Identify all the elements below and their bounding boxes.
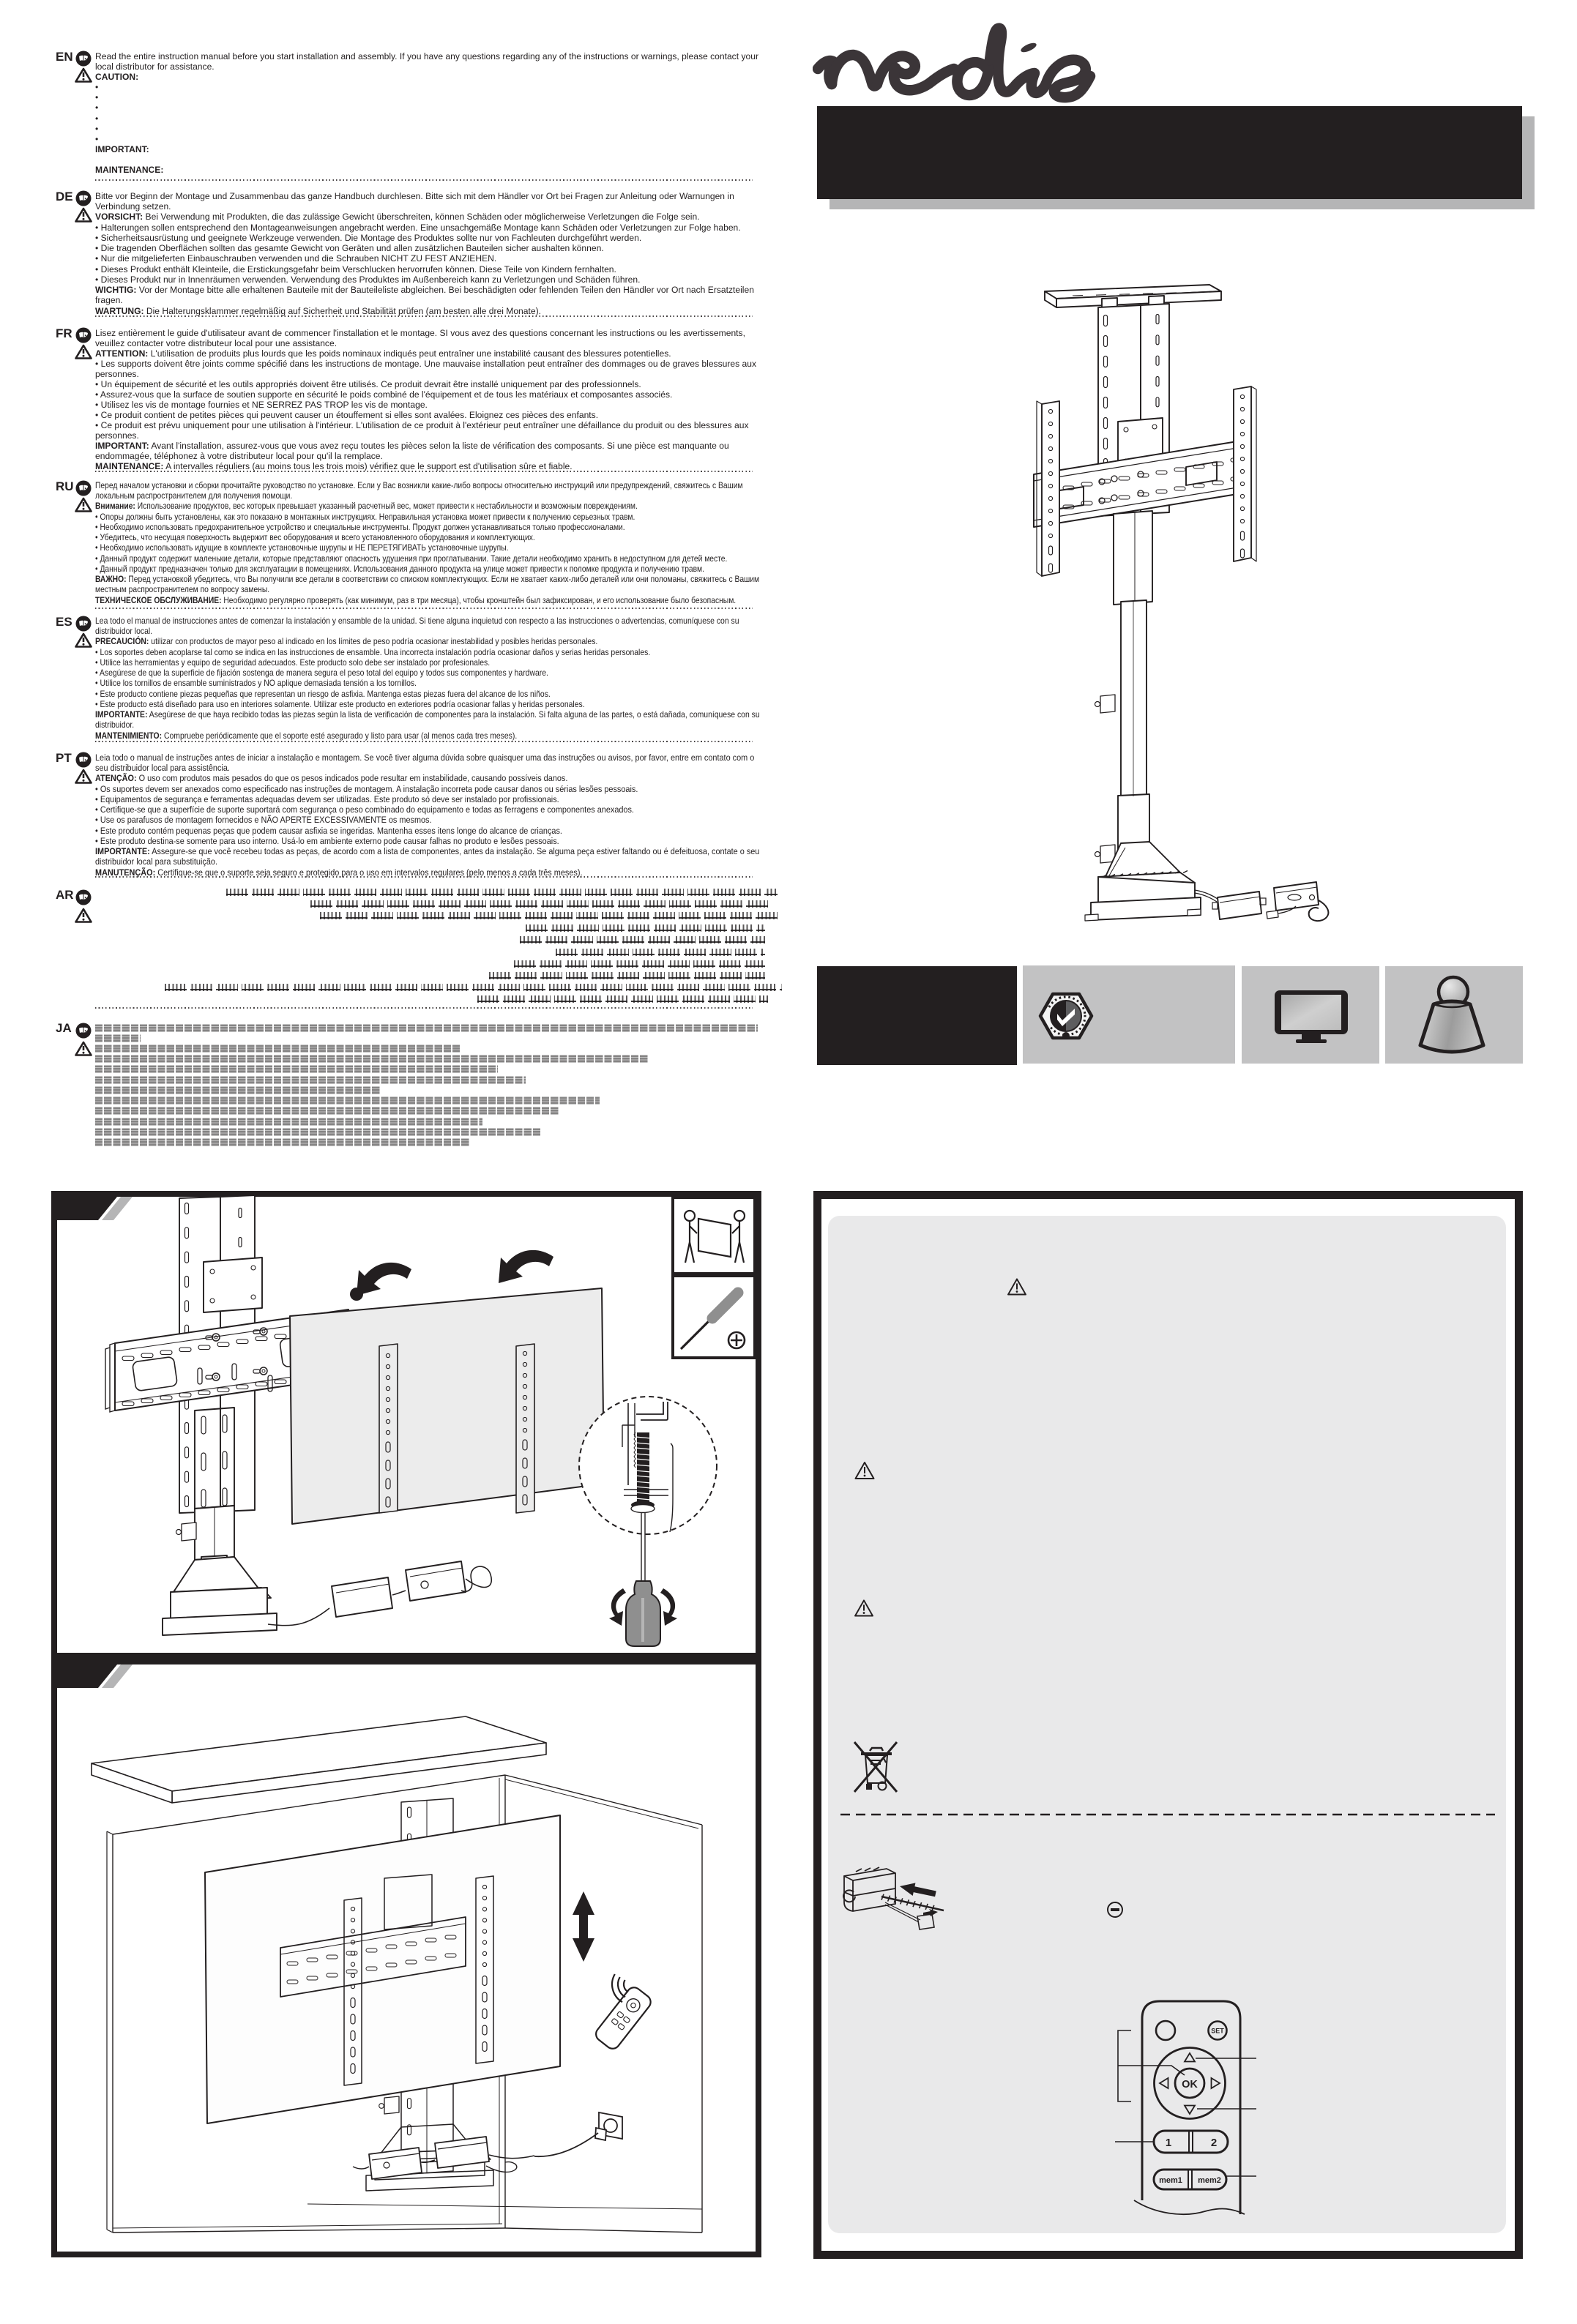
svg-text:SET: SET: [1211, 2028, 1224, 2035]
svg-text:mem1: mem1: [1159, 2176, 1182, 2185]
svg-text:OK: OK: [1182, 2079, 1198, 2091]
svg-text:1: 1: [1166, 2137, 1171, 2149]
svg-text:mem2: mem2: [1198, 2176, 1221, 2185]
svg-text:2: 2: [1211, 2137, 1217, 2149]
